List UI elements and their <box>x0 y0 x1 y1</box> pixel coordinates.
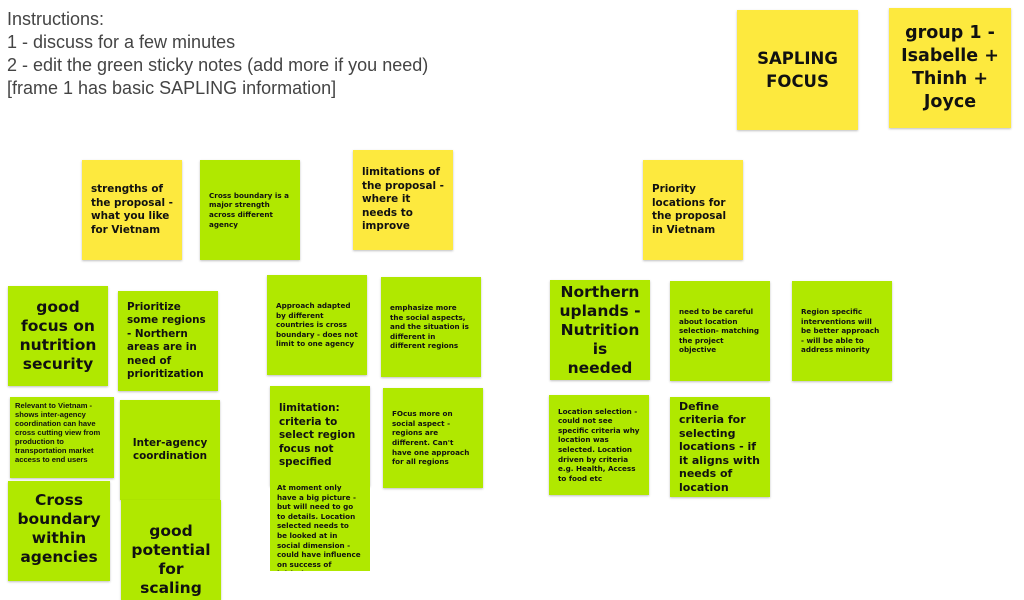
note-text: limitations of the proposal - where it n… <box>362 166 444 233</box>
note-text: Inter-agency coordination <box>132 436 208 463</box>
sticky-note-northern-uplands[interactable]: Northern uplands - Nutrition is needed <box>550 280 650 380</box>
instructions-line: 2 - edit the green sticky notes (add mor… <box>7 55 429 75</box>
sticky-note-priority-locations[interactable]: Priority locations for the proposal in V… <box>643 160 743 260</box>
note-text: Prioritize some regions - Northern areas… <box>127 300 206 381</box>
note-text: Cross boundary is a major strength acros… <box>209 190 289 229</box>
sticky-note-relevant[interactable]: Relevant to Vietnam - shows inter-agency… <box>10 397 114 478</box>
note-text: good focus on nutrition security <box>19 298 97 373</box>
note-text: At moment only have a big picture - but … <box>277 483 361 571</box>
note-text: limitation: criteria to select region fo… <box>279 402 356 468</box>
note-text: emphasize more the social aspects, and t… <box>390 303 469 351</box>
sticky-note-cross-boundary-strength[interactable]: Cross boundary is a major strength acros… <box>200 160 300 260</box>
sticky-note-prioritize[interactable]: Prioritize some regions - Northern areas… <box>118 291 218 391</box>
sticky-note-focus-social[interactable]: FOcus more on social aspect - regions ar… <box>383 388 483 488</box>
note-text: Location selection - could not see speci… <box>558 406 640 483</box>
instructions-line: Instructions: <box>7 9 105 29</box>
note-text: strengths of the proposal - what you lik… <box>91 183 173 236</box>
sticky-note-region-specific[interactable]: Region specific interventions will be be… <box>792 281 892 381</box>
note-text: good potential for scaling <box>131 522 211 597</box>
sticky-note-define-criteria[interactable]: Define criteria for selecting locations … <box>670 397 770 497</box>
note-text: Cross boundary within agencies <box>17 491 101 566</box>
sticky-note-group[interactable]: group 1 - Isabelle + Thinh + Joyce <box>889 8 1011 128</box>
sticky-note-good-potential[interactable]: good potential for scaling <box>121 500 221 600</box>
note-text: Northern uplands - Nutrition is needed <box>559 282 641 377</box>
sticky-note-cross-boundary-within[interactable]: Cross boundary within agencies <box>8 481 110 581</box>
note-text: Region specific interventions will be be… <box>801 307 880 355</box>
sticky-note-location-selection[interactable]: Location selection - could not see speci… <box>549 395 649 495</box>
note-text: FOcus more on social aspect - regions ar… <box>392 409 470 467</box>
note-text: group 1 - Isabelle + Thinh + Joyce <box>901 23 999 112</box>
sticky-note-sapling-focus[interactable]: SAPLING FOCUS <box>737 10 858 130</box>
note-text: SAPLING FOCUS <box>757 49 838 91</box>
note-text: Relevant to Vietnam - shows inter-agency… <box>15 401 101 464</box>
sticky-note-approach-adapted[interactable]: Approach adapted by different countries … <box>267 275 367 375</box>
sticky-note-good-focus[interactable]: good focus on nutrition security <box>8 286 108 386</box>
instructions-line: 1 - discuss for a few minutes <box>7 32 236 52</box>
sticky-note-emphasize[interactable]: emphasize more the social aspects, and t… <box>381 277 481 377</box>
sticky-note-strengths[interactable]: strengths of the proposal - what you lik… <box>82 160 182 260</box>
note-text: Priority locations for the proposal in V… <box>652 183 727 236</box>
note-text: need to be careful about location select… <box>679 307 760 355</box>
note-text: Define criteria for selecting locations … <box>679 399 760 494</box>
sticky-note-at-moment[interactable]: At moment only have a big picture - but … <box>270 474 370 571</box>
instructions-line: [frame 1 has basic SAPLING information] <box>7 78 337 98</box>
sticky-note-inter-agency[interactable]: Inter-agency coordination <box>120 400 220 500</box>
sticky-note-limitation-criteria[interactable]: limitation: criteria to select region fo… <box>270 386 370 486</box>
sticky-note-limitations[interactable]: limitations of the proposal - where it n… <box>353 150 453 250</box>
instructions-text: Instructions: 1 - discuss for a few minu… <box>7 8 428 100</box>
note-text: Approach adapted by different countries … <box>276 301 358 349</box>
sticky-note-careful[interactable]: need to be careful about location select… <box>670 281 770 381</box>
